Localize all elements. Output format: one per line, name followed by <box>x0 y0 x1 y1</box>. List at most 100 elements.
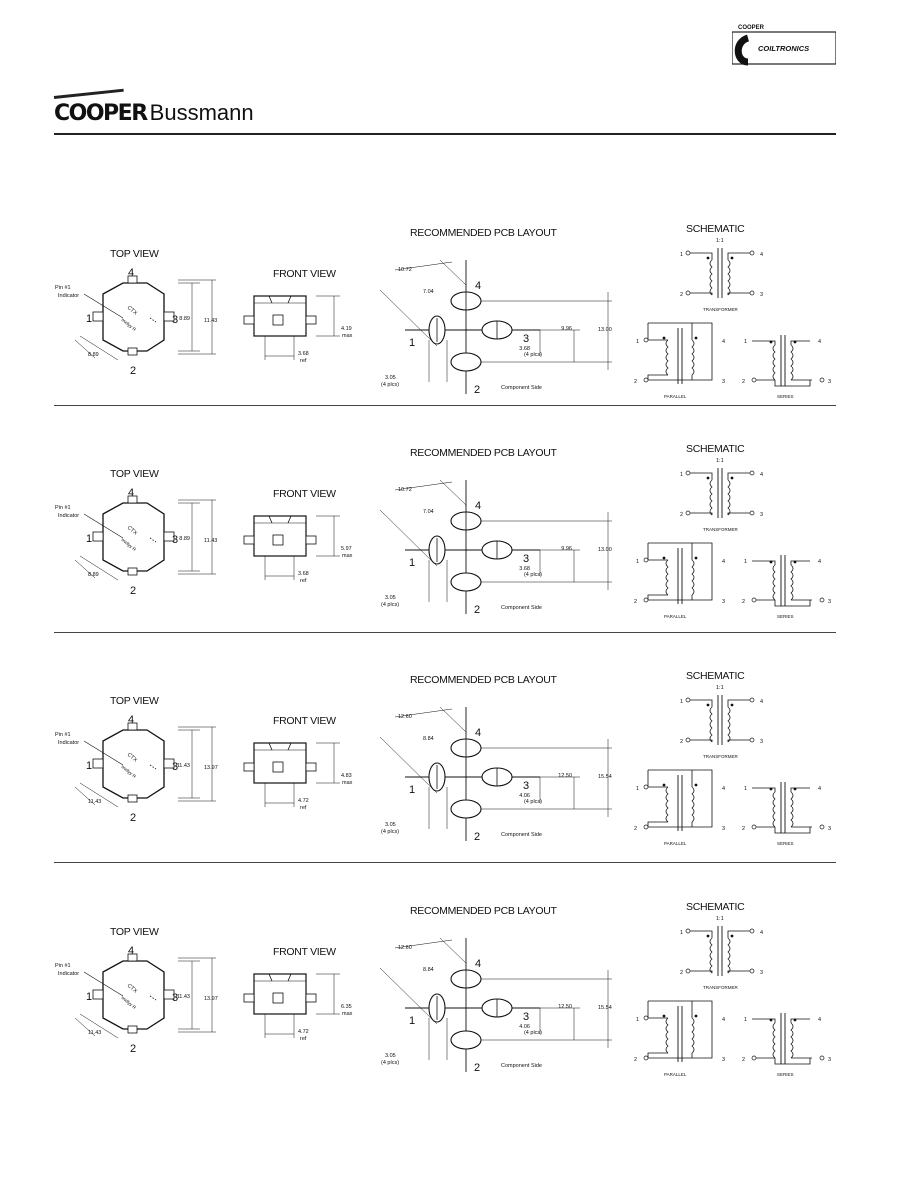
coil <box>709 259 713 296</box>
top-view-title: TOP VIEW <box>110 926 159 938</box>
side-pin <box>243 762 255 772</box>
pin-label-2: 2 <box>130 365 136 377</box>
terminal <box>751 1055 757 1061</box>
dim-span-outer: 13.00 <box>598 327 612 333</box>
pin-pad <box>163 311 175 322</box>
par-pin-4: 4 <box>722 339 725 345</box>
terminal <box>685 928 691 934</box>
dim-diag-outer: 12.60 <box>398 945 412 951</box>
leads <box>690 699 750 742</box>
leads <box>690 930 750 973</box>
sch-pin-3: 3 <box>760 970 763 976</box>
pcb-pin-4: 4 <box>475 727 481 739</box>
coil <box>772 564 776 601</box>
coil <box>790 1022 794 1059</box>
ser-pin-4: 4 <box>818 339 821 345</box>
dim-side: 8.89 <box>88 572 99 578</box>
terminal <box>749 510 755 516</box>
dim-pad-width: 4.06 <box>519 793 530 799</box>
pin-label-1: 1 <box>86 760 92 772</box>
sch-pin-4: 4 <box>760 930 763 936</box>
schematic: SCHEMATIC1:11243TRANSFORMER1243PARALLEL1… <box>634 443 831 619</box>
pcb-pin-2: 2 <box>474 831 480 843</box>
ser-pin-1: 1 <box>744 786 747 792</box>
ser-pin-1: 1 <box>744 339 747 345</box>
par-pin-4: 4 <box>722 559 725 565</box>
dim-max: max <box>342 1011 353 1017</box>
dim-side: 8.89 <box>88 352 99 358</box>
terminal <box>685 968 691 974</box>
pin-pad <box>127 1025 138 1034</box>
coil <box>727 259 731 296</box>
leads <box>690 472 750 515</box>
dimension-lines <box>264 515 340 580</box>
coil <box>665 559 669 596</box>
schematic: SCHEMATIC1:11243TRANSFORMER1243PARALLEL1… <box>634 901 831 1077</box>
part-marking: CTX <box>126 983 139 995</box>
pin-label-2: 2 <box>130 1043 136 1055</box>
dimension-lines <box>428 292 612 382</box>
sch-pin-2: 2 <box>680 292 683 298</box>
terminal <box>819 377 825 383</box>
front-view-title: FRONT VIEW <box>273 946 336 958</box>
ser-pin-1: 1 <box>744 1017 747 1023</box>
pin-label-4: 4 <box>128 487 134 499</box>
series-label: SERIES <box>777 614 794 619</box>
schematic: SCHEMATIC1:11243TRANSFORMER1243PARALLEL1… <box>634 670 831 846</box>
center-mark <box>149 317 157 323</box>
dim-span-inner: 9.96 <box>561 326 572 332</box>
dim-span-outer: 15.54 <box>598 774 612 780</box>
leads <box>752 560 812 607</box>
terminal <box>643 377 649 383</box>
terminal <box>819 597 825 603</box>
pcb-pin-1: 1 <box>409 1015 415 1027</box>
center-mark <box>149 537 157 543</box>
top-view-title: TOP VIEW <box>110 468 159 480</box>
pcb-title: RECOMMENDED PCB LAYOUT <box>410 227 558 239</box>
terminal <box>685 290 691 296</box>
sch-pin-2: 2 <box>680 970 683 976</box>
pin-pad <box>163 531 175 542</box>
coil <box>790 791 794 828</box>
ser-pin-4: 4 <box>818 786 821 792</box>
dim-width: 4.72 <box>298 1029 309 1035</box>
pcb-title: RECOMMENDED PCB LAYOUT <box>410 905 558 917</box>
leads <box>752 340 812 387</box>
dim-span-inner: 12.50 <box>558 1004 572 1010</box>
pcb-pin-4: 4 <box>475 280 481 292</box>
pin-label-4: 4 <box>128 945 134 957</box>
pin-label-3: 3 <box>172 992 178 1004</box>
dim-max: max <box>342 553 353 559</box>
pcb-pin-2: 2 <box>474 1062 480 1074</box>
component-side-label: Component Side <box>501 605 542 611</box>
parallel-label: PARALLEL <box>664 394 687 399</box>
polarity-dot <box>706 476 710 480</box>
pin-indicator-label: Pin #1 <box>55 963 71 969</box>
pin-label-4: 4 <box>128 714 134 726</box>
header-rule <box>54 133 836 135</box>
sch-pin-1: 1 <box>680 252 683 258</box>
pin-pad <box>92 531 104 542</box>
top-view-title: TOP VIEW <box>110 248 159 260</box>
pcb-pin-4: 4 <box>475 958 481 970</box>
pcb-pin-3: 3 <box>523 333 529 345</box>
polarity-dot <box>694 336 698 340</box>
part-marking: CTX <box>126 305 139 317</box>
dimension-lines <box>264 973 340 1038</box>
pin-label-4: 4 <box>128 267 134 279</box>
pin-pad <box>127 567 138 576</box>
polarity-dot <box>706 256 710 260</box>
dim-inner: 8.89 <box>179 536 190 542</box>
dim-pad-gap: 3.05 <box>385 1053 396 1059</box>
dimension-lines <box>74 555 119 581</box>
sch-pin-4: 4 <box>760 472 763 478</box>
dimension-lines <box>264 742 340 807</box>
terminal <box>751 597 757 603</box>
sch-pin-3: 3 <box>760 512 763 518</box>
parallel-label: PARALLEL <box>664 1072 687 1077</box>
section-divider <box>54 632 836 633</box>
